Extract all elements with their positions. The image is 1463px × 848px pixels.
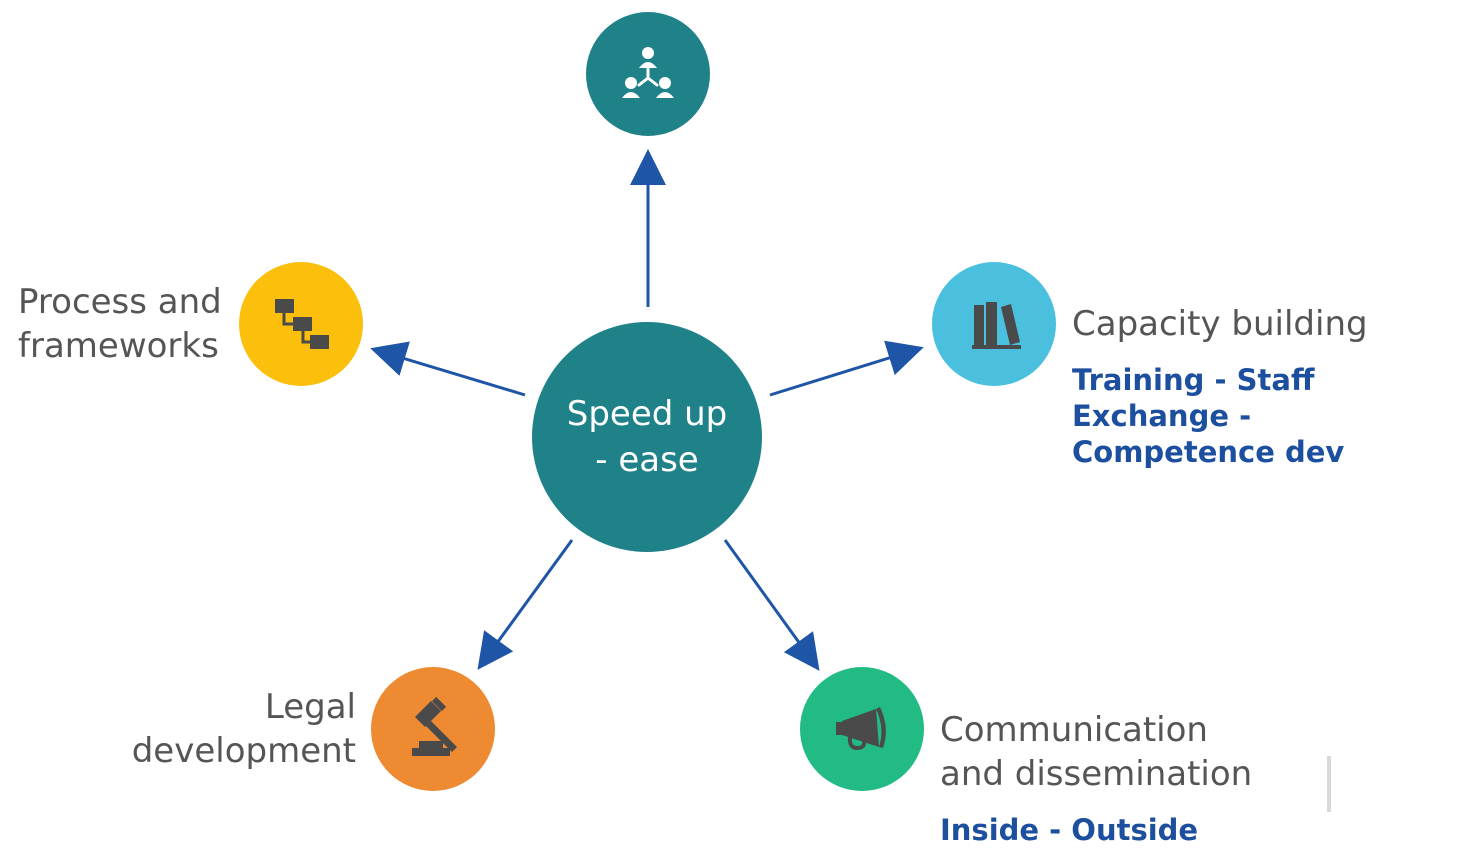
arrow-to-process — [370, 341, 526, 397]
capacity-node — [932, 262, 1056, 386]
capacity-label: Capacity building — [1072, 304, 1368, 344]
megaphone-icon — [825, 692, 899, 766]
center-label: Speed up - ease — [566, 394, 728, 480]
center-node: Speed up - ease — [532, 322, 762, 552]
legal-label: Legal development — [131, 687, 356, 771]
people-network-icon — [615, 41, 681, 107]
arrow-to-legal — [477, 539, 574, 670]
process-label: Process and frameworks — [18, 282, 222, 366]
communication-sublabel: Inside - Outside — [940, 813, 1199, 847]
communication-label: Communication and dissemination — [940, 710, 1253, 794]
arrow-to-capacity — [769, 340, 924, 397]
communication-node — [800, 667, 924, 791]
flowchart-icon — [266, 289, 336, 359]
capacity-sublabel: Training - Staff Exchange - Competence d… — [1072, 363, 1345, 469]
top-node — [586, 12, 710, 136]
vertical-divider — [1327, 756, 1331, 812]
books-icon — [959, 289, 1029, 359]
process-node — [239, 262, 363, 386]
legal-node — [371, 667, 495, 791]
gavel-icon — [397, 693, 469, 765]
arrow-to-communication — [723, 539, 820, 671]
